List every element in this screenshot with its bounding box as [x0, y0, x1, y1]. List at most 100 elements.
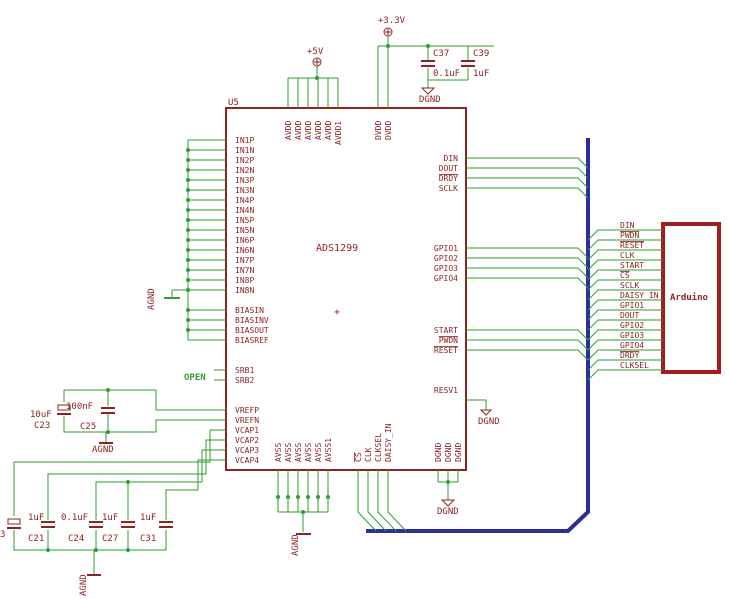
arduino-pin: RESET [620, 241, 644, 250]
arduino-pin: DIN [620, 221, 635, 230]
pin-label: RESV1 [434, 386, 458, 395]
arduino-pin: PWDN [620, 231, 639, 240]
c25-value: 100nF [66, 402, 93, 412]
pin-label: AVSS [284, 443, 293, 462]
edge-label: 3 [0, 530, 5, 540]
ads1299-chip: U5 ADS1299 + [225, 98, 467, 471]
arduino-pin: DOUT [620, 311, 639, 320]
pin-label: VREFP [235, 406, 259, 415]
pin-label: AVDD [284, 121, 293, 140]
pin-label: IN3N [235, 186, 254, 195]
pin-label: VREFN [235, 416, 259, 425]
pin-label: IN8N [235, 286, 254, 295]
arduino-pin: DAISY_IN [620, 291, 659, 300]
pin-label: IN5P [235, 216, 254, 225]
bottom-junctions [276, 480, 450, 514]
pin-label: SCLK [439, 184, 458, 193]
vref-junctions [46, 388, 130, 552]
dgnd-label-bottom: DGND [437, 507, 459, 517]
arduino-pin: SCLK [620, 281, 639, 290]
agnd-label-bottom: AGND [291, 534, 301, 556]
pin-label: DRDY [439, 174, 458, 183]
pin-label: DGND [454, 443, 463, 462]
c31-ref: C31 [140, 534, 156, 544]
pin-label: BIASIN [235, 306, 264, 315]
bottom-pin-wires [277, 470, 459, 535]
pin-label: SRB1 [235, 366, 254, 375]
pin-label: BIASREF [235, 336, 269, 345]
v5-label: +5V [307, 47, 324, 57]
arduino-pin: GPIO4 [620, 341, 644, 350]
pin-label: AVSS1 [324, 438, 333, 462]
right-pin-wires [466, 157, 589, 410]
pin-label: IN7N [235, 266, 254, 275]
arduino-pin: CLKSEL [620, 361, 649, 370]
c39-value: 1uF [473, 69, 489, 79]
chip-name: ADS1299 [316, 243, 358, 254]
pin-label: AVDD [294, 121, 303, 140]
pin-label: IN5N [235, 226, 254, 235]
pin-label: SRB2 [235, 376, 254, 385]
chip-ref: U5 [228, 98, 239, 108]
arduino-pin: GPIO3 [620, 331, 644, 340]
left-input-pins [164, 139, 226, 341]
c37-value: 0.1uF [433, 69, 460, 79]
pin-label: DAISY_IN [384, 423, 393, 462]
pin-label: DGND [434, 443, 443, 462]
pin-label: VCAP4 [235, 456, 259, 465]
c23-value: 10uF [30, 410, 52, 420]
pin-label: GPIO3 [434, 264, 458, 273]
pin-label: BIASINV [235, 316, 269, 325]
right-pin-labels: DIN DOUT DRDY SCLK GPIO1 GPIO2 GPIO3 GPI… [434, 154, 458, 395]
arduino-pin: GPIO1 [620, 301, 644, 310]
arduino-pin: GPIO2 [620, 321, 644, 330]
dgnd-label-resv: DGND [478, 417, 500, 427]
c21-ref: C21 [28, 534, 44, 544]
pin-label: AVSS [294, 443, 303, 462]
power-symbols-top: +5V +3.3V [307, 16, 430, 80]
pin-label: IN8P [235, 276, 254, 285]
pin-label: IN6N [235, 246, 254, 255]
c24-value: 0.1uF [61, 513, 88, 523]
agnd-label-left: AGND [147, 288, 157, 310]
pin-label: IN1P [235, 136, 254, 145]
pin-label: VCAP1 [235, 426, 259, 435]
agnd-label-vref: AGND [92, 445, 114, 455]
left-pin-labels: IN1P IN1N IN2P IN2N IN3P IN3N IN4P IN4N … [235, 136, 269, 465]
pin-label: IN4P [235, 196, 254, 205]
pin-label: RESET [434, 346, 458, 355]
arduino-pin: DRDY [620, 351, 639, 360]
pin-label: IN7P [235, 256, 254, 265]
vref-caps [7, 404, 173, 576]
pin-label: GPIO1 [434, 244, 458, 253]
arduino-label: Arduino [670, 292, 708, 303]
v33-label: +3.3V [378, 16, 406, 26]
open-label: OPEN [184, 373, 206, 383]
pin-label: DOUT [439, 164, 458, 173]
vref-cap-labels: 10uF C23 100nF C25 AGND 3 1uF C21 0.1uF … [0, 402, 156, 596]
c27-value: 1uF [102, 513, 118, 523]
agnd-label-vcap: AGND [79, 574, 89, 596]
pin-label: BIASOUT [235, 326, 269, 335]
signal-bus [366, 138, 590, 533]
pin-label: AVSS [304, 443, 313, 462]
c39-ref: C39 [473, 49, 489, 59]
c31-value: 1uF [140, 513, 156, 523]
decoupling-caps-top: C37 0.1uF C39 1uF DGND [419, 49, 489, 105]
srb-open: OPEN [184, 369, 226, 383]
c37-ref: C37 [433, 49, 449, 59]
pin-label: IN1N [235, 146, 254, 155]
pin-label: AVSS [314, 443, 323, 462]
arduino-pin: CS [620, 271, 630, 280]
pin-label: DIN [444, 154, 459, 163]
pin-label: IN2N [235, 166, 254, 175]
c21-value: 1uF [28, 513, 44, 523]
pin-label: VCAP2 [235, 436, 259, 445]
pin-label: AVSS [274, 443, 283, 462]
arduino-pin: CLK [620, 251, 635, 260]
c27-ref: C27 [102, 534, 118, 544]
arduino-block: Arduino [661, 222, 721, 374]
arduino-pin: START [620, 261, 644, 270]
pin-label: GPIO2 [434, 254, 458, 263]
top-pin-wires [287, 36, 494, 108]
